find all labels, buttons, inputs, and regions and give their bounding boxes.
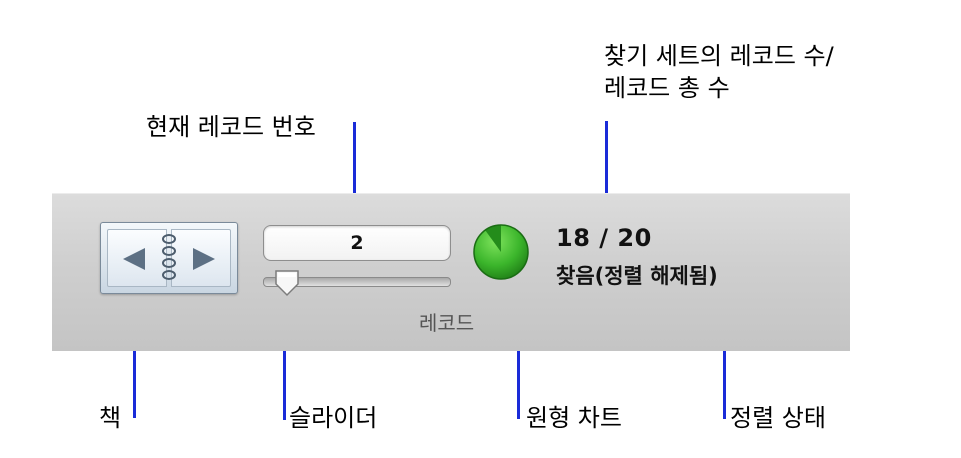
callout-book: 책 [99,404,122,432]
book-navigation-icon[interactable] [100,222,238,294]
current-record-input[interactable]: 2 [263,225,451,261]
book-rings-icon [162,234,176,280]
record-count: 18 / 20 [556,224,652,252]
callout-current-record: 현재 레코드 번호 [146,113,316,141]
pie-chart-icon[interactable] [472,223,530,281]
previous-record-icon[interactable] [123,248,145,270]
line-slider [283,310,286,420]
callout-pie-chart: 원형 차트 [526,404,622,432]
pie-found-slice [474,225,528,279]
callout-sort-status: 정렬 상태 [730,404,826,432]
slider-thumb-icon[interactable] [273,268,301,298]
line-sort [723,295,726,419]
line-found-total [605,121,608,218]
next-record-icon[interactable] [193,248,215,270]
book-right-page[interactable] [171,229,231,287]
callout-slider: 슬라이더 [289,404,378,432]
callout-found-total: 찾기 세트의 레코드 수/ 레코드 총 수 [604,42,834,102]
line-book [133,294,136,418]
line-current-record [353,122,356,228]
line-pie [517,295,520,419]
found-sort-status: 찾음(정렬 해제됨) [556,264,718,288]
record-slider-track[interactable] [263,277,451,287]
records-label: 레코드 [419,311,475,335]
